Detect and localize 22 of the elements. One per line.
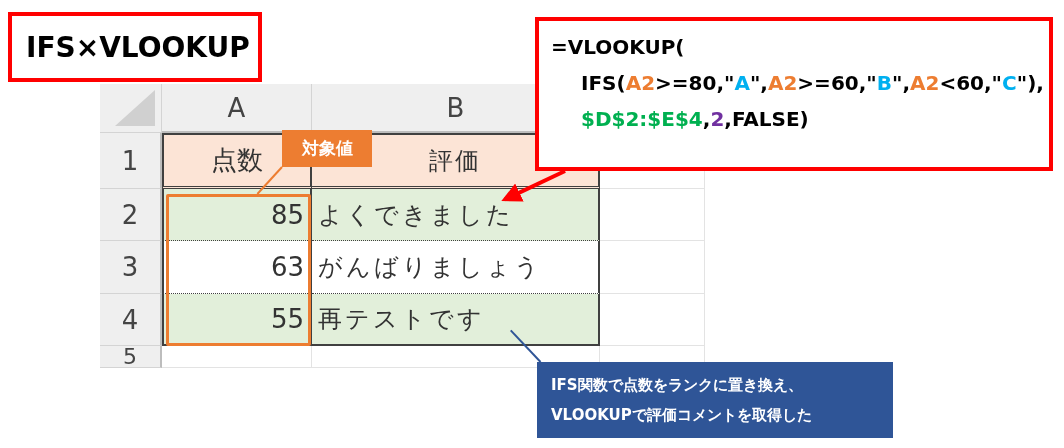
row-header: 3 <box>100 241 162 294</box>
leader-line <box>256 166 283 195</box>
formula-box <box>535 17 1053 171</box>
row-header: 2 <box>100 189 162 241</box>
table-cell: 55 <box>162 294 312 346</box>
title-box <box>8 12 262 82</box>
row-header: 1 <box>100 133 162 189</box>
callout-tag: 対象値 <box>282 130 372 167</box>
row-header: 5 <box>100 346 162 368</box>
row-header: 4 <box>100 294 162 346</box>
table-cell: がんばりましょう <box>312 241 600 294</box>
formula-line: =VLOOKUP( <box>551 34 686 61</box>
highlight-outline <box>166 194 311 346</box>
arrow <box>501 169 566 202</box>
leader-line <box>509 329 542 363</box>
table-cell: 63 <box>162 241 312 294</box>
table-cell: よくできました <box>312 189 600 241</box>
table-cell: 再テストです <box>312 294 600 346</box>
table-cell: 85 <box>162 189 312 241</box>
title-text: IFS×VLOOKUP <box>26 30 250 64</box>
column-header: A <box>162 84 312 133</box>
callout-note: IFS関数で点数をランクに置き換え、VLOOKUPで評価コメントを取得した <box>537 362 893 438</box>
